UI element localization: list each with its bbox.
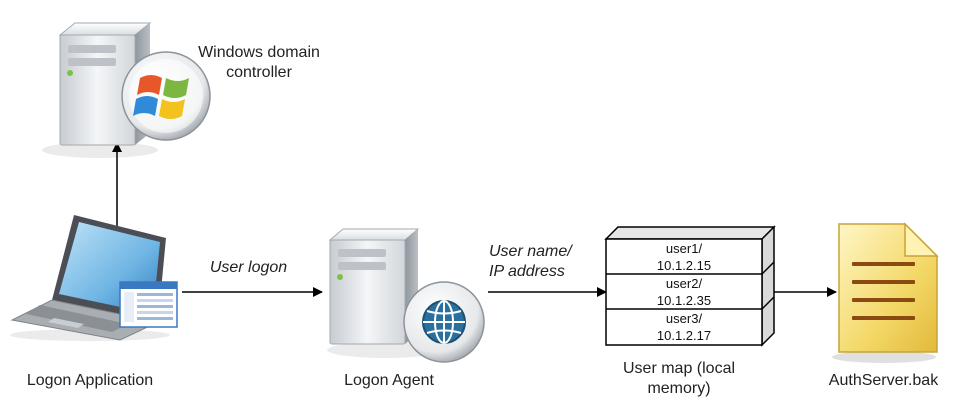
backup-file-icon xyxy=(832,222,939,363)
user-map-entry-ip: 10.1.2.17 xyxy=(656,328,712,343)
logon-agent-server-icon xyxy=(327,228,485,363)
domain-controller-label-line1: Windows domain xyxy=(198,44,320,61)
user-map-stack xyxy=(604,225,776,347)
laptop-icon xyxy=(10,215,178,341)
user-map-label: User map (local memory) xyxy=(596,359,762,399)
user-name-ip-label-line2: IP address xyxy=(489,263,565,280)
windows-logo-icon xyxy=(121,51,211,141)
user-name-ip-edge-label: User name/ IP address xyxy=(489,242,604,282)
domain-controller-label-line2: controller xyxy=(226,64,292,81)
application-window-icon xyxy=(119,281,178,328)
user-map-label-line2: memory) xyxy=(647,380,711,397)
backup-file-label: AuthServer.bak xyxy=(828,372,939,389)
globe-icon xyxy=(403,281,485,363)
user-map-label-line1: User map (local xyxy=(622,360,736,377)
logon-application-label: Logon Application xyxy=(26,372,154,389)
user-map-entry-user: user2/ xyxy=(665,276,703,291)
user-map-entry-ip: 10.1.2.35 xyxy=(656,293,712,308)
logon-agent-label: Logon Agent xyxy=(344,372,434,389)
user-map-entry-ip: 10.1.2.15 xyxy=(656,258,712,273)
user-logon-edge-label: User logon xyxy=(209,259,288,276)
user-map-entry-user: user1/ xyxy=(665,241,703,256)
user-name-ip-label-line1: User name/ xyxy=(489,243,572,260)
domain-controller-label: Windows domain controller xyxy=(186,43,332,83)
user-map-entry-user: user3/ xyxy=(665,311,703,326)
domain-controller-server-icon xyxy=(42,22,211,158)
user-map-entries: user1/ 10.1.2.15 user2/ 10.1.2.35 user3/… xyxy=(607,240,761,344)
